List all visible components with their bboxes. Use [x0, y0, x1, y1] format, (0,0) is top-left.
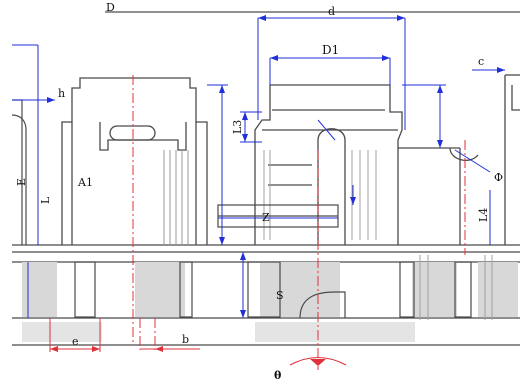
right-body-outline [398, 74, 520, 245]
label-c: c [478, 55, 485, 68]
label-s: S [276, 289, 284, 302]
label-l3: L3 [231, 119, 244, 134]
center-lines [132, 75, 466, 370]
center-body-hatch [263, 150, 377, 240]
lower-pins [74, 261, 472, 319]
label-l4: L4 [477, 207, 490, 222]
label-l: L [39, 196, 52, 204]
base-shading [22, 262, 518, 342]
label-b: b [182, 333, 190, 346]
label-h: h [58, 87, 66, 100]
label-e-vertical: E [15, 177, 28, 186]
label-phi: Φ [494, 171, 504, 184]
left-block-hatch [163, 150, 189, 245]
label-d-top: D [106, 1, 115, 14]
center-body-outline [254, 84, 403, 245]
label-e-bottom: e [72, 335, 79, 348]
label-d1: D1 [322, 43, 340, 57]
left-part-outline [11, 99, 27, 245]
bottom-dimensions [49, 318, 347, 366]
center-slot [217, 204, 339, 228]
label-a1: A1 [78, 176, 93, 189]
right-body-hatch [419, 255, 493, 320]
label-theta: θ [274, 369, 282, 382]
label-d-small: d [328, 5, 336, 18]
arrowheads [47, 15, 505, 318]
bottom-arrowheads [50, 346, 326, 366]
label-z: Z [262, 211, 270, 224]
left-block-outline [61, 77, 208, 245]
dimension-lines [12, 17, 505, 318]
